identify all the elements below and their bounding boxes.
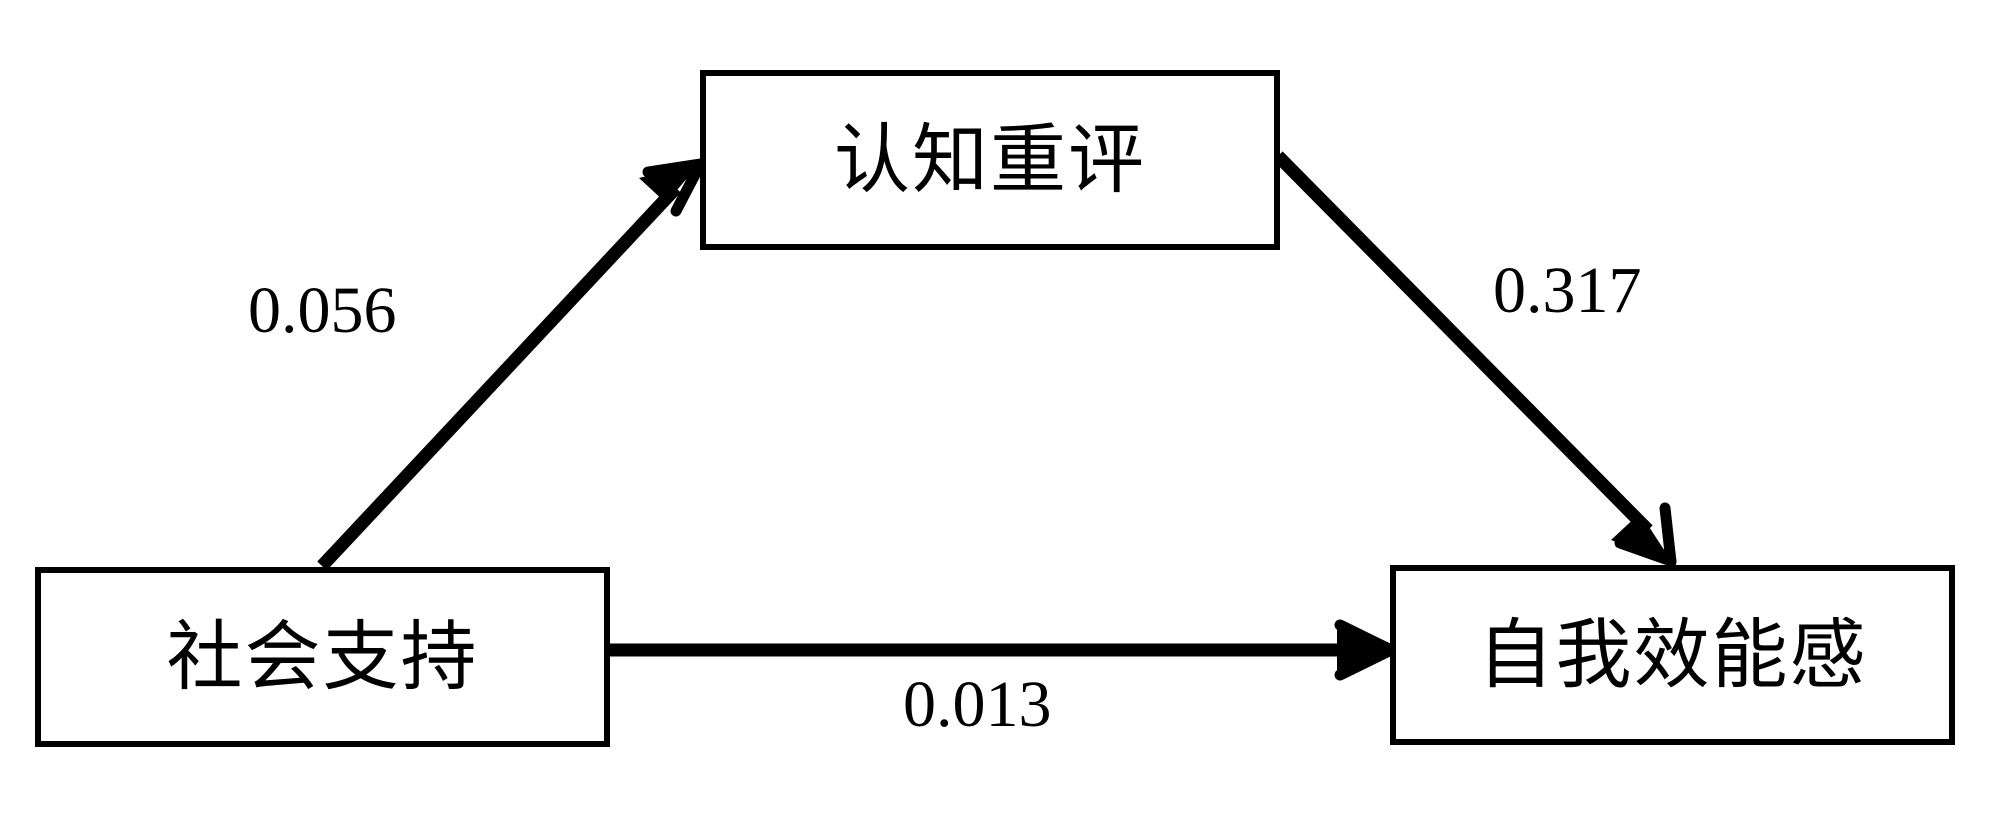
node-box-mediator[interactable]: 认知重评: [700, 70, 1280, 250]
edge-label-a-path: 0.056: [248, 274, 397, 347]
edge-b-path-barb-left: [1614, 537, 1677, 567]
node-box-outcome[interactable]: 自我效能感: [1390, 565, 1955, 745]
node-label-mediator: 认知重评: [834, 115, 1146, 204]
edge-c-path-arrowhead: [1337, 626, 1390, 674]
edge-a-path-barb-upper: [642, 158, 706, 178]
node-box-predictor[interactable]: 社会支持: [35, 567, 610, 747]
edge-b-path-line: [1273, 151, 1653, 535]
node-label-predictor: 社会支持: [166, 612, 479, 701]
edge-c-path-barb-upper: [1334, 619, 1395, 655]
edge-a-path-arrowhead: [639, 163, 700, 203]
edge-label-b-path: 0.317: [1493, 254, 1642, 327]
edge-a-path-arrow: [317, 158, 706, 571]
edge-b-path-arrowhead: [1611, 513, 1672, 562]
edge-a-path-barb-lower: [670, 159, 706, 217]
edge-b-path-arrow: [1273, 151, 1677, 568]
node-label-outcome: 自我效能感: [1477, 610, 1868, 699]
edge-b-path-barb-right: [1659, 502, 1677, 568]
edge-label-c-path: 0.013: [903, 668, 1052, 741]
edge-c-path-barb-lower: [1334, 645, 1395, 681]
edge-a-path-line: [317, 183, 681, 571]
edge-c-path-arrow: [610, 619, 1395, 681]
